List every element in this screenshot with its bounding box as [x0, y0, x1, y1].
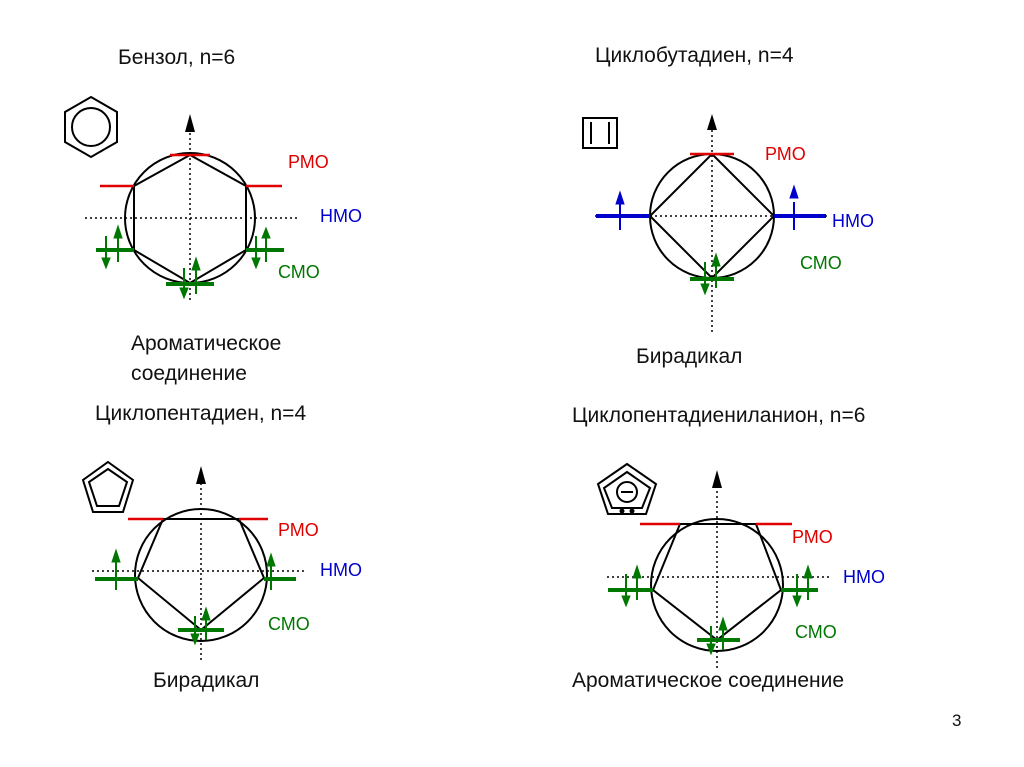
benzene-diagram [64, 95, 300, 300]
cyclopentadiene-smo-label: СМО [268, 614, 310, 634]
benzene-energy-arrow-icon [185, 114, 195, 132]
cyclobutadiene-caption: Бирадикал [636, 345, 743, 368]
cyclopentadiene-rmo-label: РМО [278, 520, 319, 540]
cyclopentadiene-pentagon [136, 518, 266, 632]
cyclopentadienyl-anion-nmo-label: НМО [843, 567, 885, 587]
cyclopentadienyl-anion-structure-icon [596, 462, 658, 515]
cyclopentadienyl-anion-energy-arrow-icon [712, 470, 722, 488]
benzene-nmo-label: НМО [320, 206, 362, 226]
cyclopentadienyl-anion-title: Циклопентадиениланион, n=6 [572, 404, 866, 427]
page-number: 3 [952, 711, 962, 730]
benzene-rmo-label: РМО [288, 152, 329, 172]
benzene-title: Бензол, n=6 [118, 46, 236, 69]
cyclobutadiene-nmo-label: НМО [832, 211, 874, 231]
cyclopentadienyl-anion-caption: Ароматическое соединение [572, 669, 845, 692]
cyclopentadiene-energy-arrow-icon [196, 466, 206, 484]
cyclopentadiene-frost-circle [134, 508, 268, 642]
cyclopentadiene-diagram [81, 460, 305, 660]
cyclopentadiene-title: Циклопентадиен, n=4 [95, 402, 307, 425]
cyclopentadiene-structure-icon [81, 460, 135, 513]
cyclopentadienyl-anion-frost-circle [650, 518, 784, 652]
cyclopentadienyl-anion-smo-label: СМО [795, 622, 837, 642]
benzene-caption-line1: Ароматическое [131, 332, 282, 355]
cyclopentadienyl-anion-rmo-label: РМО [792, 527, 833, 547]
cyclobutadiene-rmo-label: РМО [765, 144, 806, 164]
cyclopentadiene-caption: Бирадикал [153, 669, 260, 692]
cyclobutadiene-diagram [582, 114, 830, 332]
benzene-smo-label: СМО [278, 262, 320, 282]
cyclobutadiene-smo-label: СМО [800, 253, 842, 273]
cyclopentadienyl-anion-diagram [596, 462, 830, 668]
cyclopentadiene-nmo-label: НМО [320, 560, 362, 580]
benzene-caption-line2: соединение [131, 362, 247, 385]
cyclopentadienyl-anion-pentagon [651, 523, 783, 642]
cyclobutadiene-title: Циклобутадиен, n=4 [595, 44, 794, 67]
cyclobutadiene-structure-icon [582, 117, 618, 149]
cyclobutadiene-energy-arrow-icon [707, 114, 717, 130]
benzene-structure-icon [64, 95, 118, 159]
